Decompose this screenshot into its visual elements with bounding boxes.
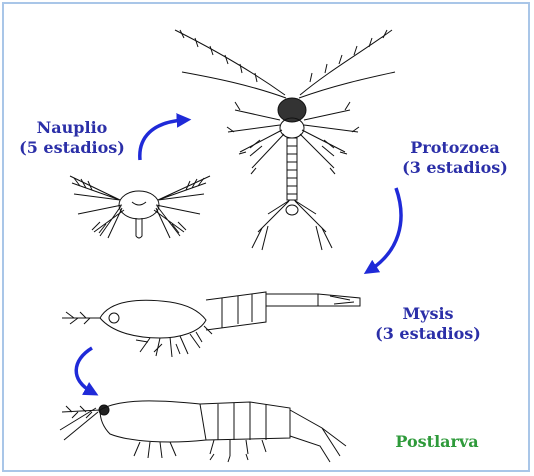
label-protozoea-count: (3 estadios) [392, 158, 518, 178]
label-mysis-count: (3 estadios) [368, 324, 488, 344]
label-postlarva-name: Postlarva [384, 432, 490, 452]
arrow-protozoea-to-mysis [370, 188, 401, 270]
label-postlarva: Postlarva [384, 432, 490, 452]
label-mysis-name: Mysis [368, 304, 488, 324]
arrow-nauplio-to-protozoea [140, 120, 184, 160]
label-protozoea: Protozoea (3 estadios) [392, 138, 518, 178]
postlarva-illustration [60, 401, 346, 462]
protozoea-illustration [175, 30, 395, 250]
label-nauplio: Nauplio (5 estadios) [12, 118, 132, 158]
label-mysis: Mysis (3 estadios) [368, 304, 488, 344]
label-protozoea-name: Protozoea [392, 138, 518, 158]
nauplius-illustration [70, 176, 210, 238]
label-nauplio-count: (5 estadios) [12, 138, 132, 158]
mysis-illustration [62, 292, 360, 357]
label-nauplio-name: Nauplio [12, 118, 132, 138]
arrow-mysis-to-postlarva [76, 348, 92, 392]
